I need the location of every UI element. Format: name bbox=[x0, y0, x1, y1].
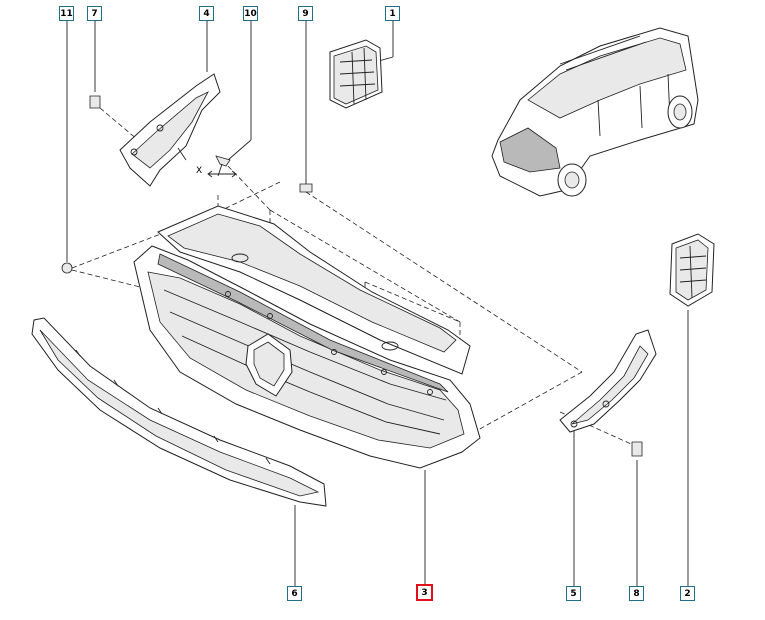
dimension-x-arrow bbox=[207, 170, 237, 178]
part-10-screw bbox=[215, 155, 231, 167]
part-1-vent-insert bbox=[329, 39, 383, 109]
part-2-vent-insert bbox=[669, 233, 715, 307]
callout-6[interactable]: 6 bbox=[287, 586, 302, 601]
part-8-clip bbox=[631, 441, 643, 457]
part-7-clip bbox=[89, 95, 101, 109]
part-9-screw bbox=[299, 183, 313, 193]
callout-8[interactable]: 8 bbox=[629, 586, 644, 601]
callout-7[interactable]: 7 bbox=[87, 6, 102, 21]
callout-10[interactable]: 10 bbox=[243, 6, 258, 21]
part-4-left-bracket bbox=[119, 73, 221, 187]
dimension-label: X bbox=[196, 166, 203, 176]
callout-9[interactable]: 9 bbox=[298, 6, 313, 21]
callout-3[interactable]: 3 bbox=[416, 584, 433, 601]
part-5-right-bracket bbox=[559, 329, 657, 433]
callout-11[interactable]: 11 bbox=[59, 6, 74, 21]
part-11-nut bbox=[61, 262, 73, 274]
leader-lines bbox=[66, 20, 689, 586]
callout-2[interactable]: 2 bbox=[680, 586, 695, 601]
callout-1[interactable]: 1 bbox=[385, 6, 400, 21]
vehicle-illustration bbox=[491, 27, 699, 197]
part-6-lower-moulding bbox=[31, 317, 327, 507]
callout-5[interactable]: 5 bbox=[566, 586, 581, 601]
callout-4[interactable]: 4 bbox=[199, 6, 214, 21]
part-3-front-grille bbox=[133, 205, 481, 469]
fasteners bbox=[61, 95, 643, 457]
